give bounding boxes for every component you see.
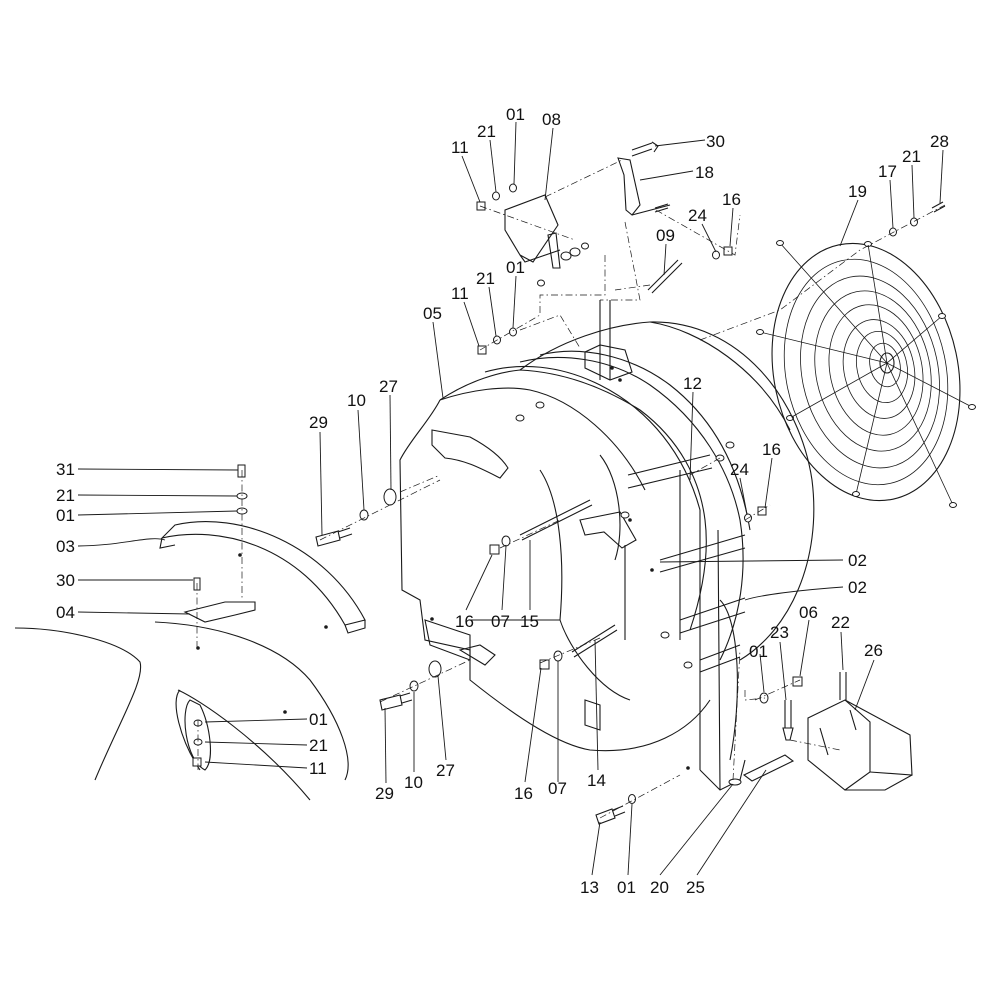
callout-04: 04	[56, 603, 75, 622]
callout-23: 23	[770, 623, 789, 642]
fan-guard	[756, 240, 976, 508]
callout-03: 03	[56, 537, 75, 556]
callout-16: 16	[455, 612, 474, 631]
callout-07: 07	[491, 612, 510, 631]
callout-11: 11	[451, 284, 469, 303]
callout-16: 16	[762, 440, 781, 459]
callout-11: 11	[309, 759, 327, 778]
top-bracket	[504, 157, 683, 380]
callout-18: 18	[695, 163, 714, 182]
callout-14: 14	[587, 771, 606, 790]
main-housing	[399, 321, 815, 791]
callout-21: 21	[476, 269, 495, 288]
callout-01: 01	[506, 105, 525, 124]
callout-31: 31	[56, 460, 75, 479]
callout-11: 11	[451, 138, 469, 157]
callout-02: 02	[848, 551, 867, 570]
callout-20: 20	[650, 878, 669, 897]
callout-17: 17	[878, 162, 897, 181]
callout-28: 28	[930, 132, 949, 151]
callout-labels: 01 21 11 08 30 18 24 16 09 01 21 11 05 1…	[56, 105, 949, 897]
callout-02: 02	[848, 578, 867, 597]
callout-01: 01	[309, 710, 328, 729]
callout-26: 26	[864, 641, 883, 660]
callout-21: 21	[902, 147, 921, 166]
callout-01: 01	[506, 258, 525, 277]
callout-13: 13	[580, 878, 599, 897]
callout-30: 30	[706, 132, 725, 151]
callout-07: 07	[548, 779, 567, 798]
callout-29: 29	[375, 784, 394, 803]
callout-21: 21	[477, 122, 496, 141]
callout-10: 10	[404, 773, 423, 792]
callout-09: 09	[656, 226, 675, 245]
center-lines	[196, 159, 946, 819]
callout-06: 06	[799, 603, 818, 622]
callout-16: 16	[514, 784, 533, 803]
callout-21: 21	[56, 486, 75, 505]
base-plate	[14, 621, 349, 801]
callout-25: 25	[686, 878, 705, 897]
leader-lines	[77, 121, 944, 876]
callout-21: 21	[309, 736, 328, 755]
callout-29: 29	[309, 413, 328, 432]
callout-30: 30	[56, 571, 75, 590]
hardware	[315, 141, 946, 825]
left-deflector	[159, 464, 366, 650]
callout-08: 08	[542, 110, 561, 129]
callout-01: 01	[56, 506, 75, 525]
callout-10: 10	[347, 391, 366, 410]
callout-24: 24	[688, 206, 707, 225]
callout-01: 01	[617, 878, 636, 897]
callout-16: 16	[722, 190, 741, 209]
callout-01: 01	[749, 642, 768, 661]
callout-27: 27	[436, 761, 455, 780]
callout-27: 27	[379, 377, 398, 396]
tray-assembly	[742, 672, 913, 791]
callout-24: 24	[730, 460, 749, 479]
callout-15: 15	[520, 612, 539, 631]
callout-05: 05	[423, 304, 442, 323]
callout-12: 12	[683, 374, 702, 393]
callout-19: 19	[848, 182, 867, 201]
callout-22: 22	[831, 613, 850, 632]
